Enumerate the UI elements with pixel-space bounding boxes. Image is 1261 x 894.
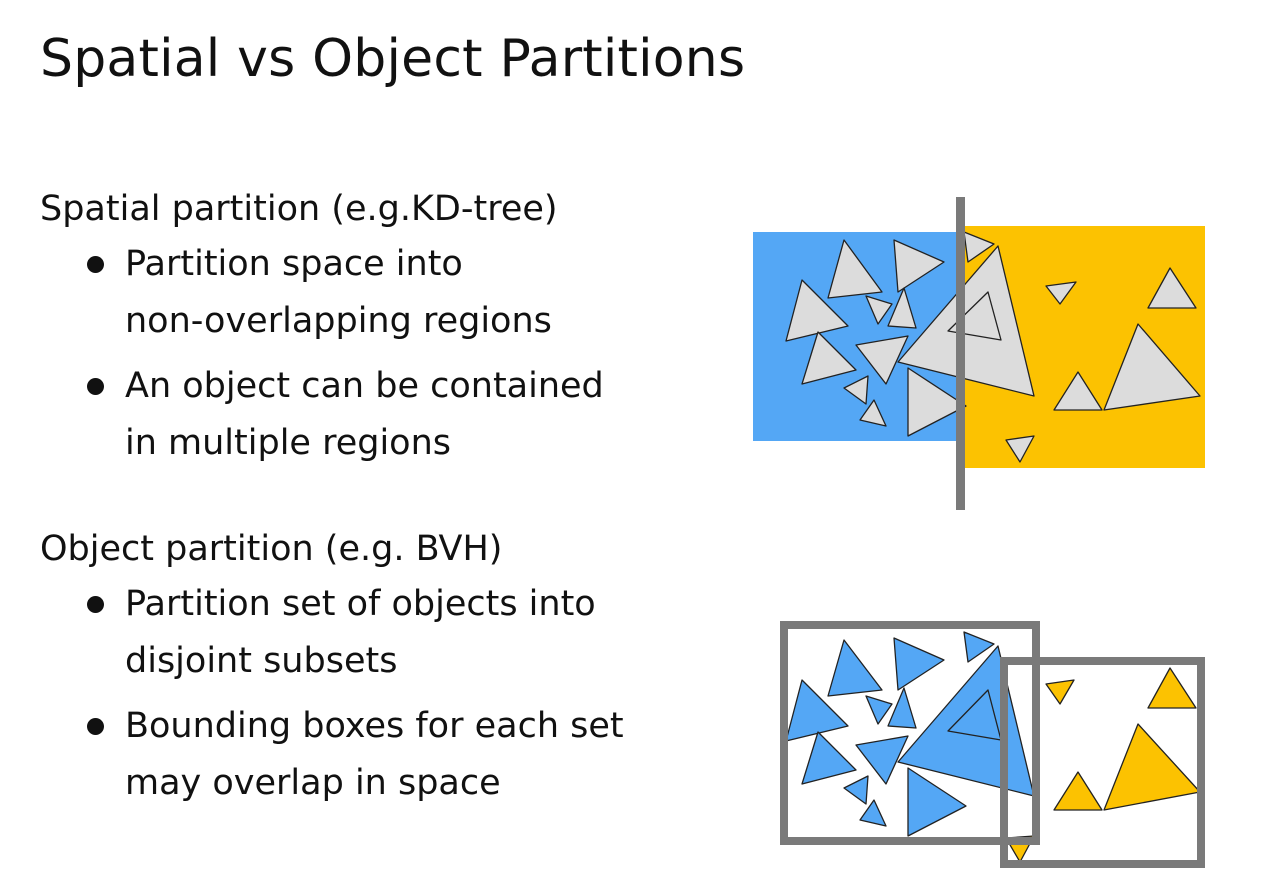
bullet-line: Partition space into	[125, 243, 463, 284]
bvh-right-bounding-box	[1000, 657, 1205, 868]
triangle-shape	[1147, 267, 1197, 309]
triangle-shape	[1103, 323, 1201, 411]
triangle-shape	[1045, 679, 1075, 705]
object-bullet-2: Bounding boxes for each set may overlap …	[85, 698, 730, 812]
triangle-shape	[963, 231, 995, 263]
triangle-shape	[907, 367, 967, 437]
bullet-line: Partition set of objects into	[125, 583, 596, 624]
triangle-shape	[1103, 723, 1201, 811]
triangle-shape	[865, 695, 893, 725]
triangle-shape	[855, 335, 909, 385]
bullet-line: non-overlapping regions	[125, 300, 552, 341]
triangle-shape	[1147, 667, 1197, 709]
bullet-dot-icon	[87, 595, 104, 613]
bullet-line: Bounding boxes for each set	[125, 705, 624, 746]
triangle-shape	[801, 731, 857, 785]
triangle-shape	[947, 689, 1002, 741]
object-partition-section: Object partition (e.g. BVH) Partition se…	[40, 528, 730, 820]
bullet-dot-icon	[87, 717, 104, 735]
triangle-shape	[907, 767, 967, 837]
spatial-partition-section: Spatial partition (e.g.KD-tree) Partitio…	[40, 188, 730, 480]
triangle-shape	[859, 799, 887, 827]
object-partition-heading: Object partition (e.g. BVH)	[40, 529, 503, 569]
triangle-shape	[1045, 281, 1077, 305]
kd-split-plane	[956, 197, 965, 510]
bvh-figure	[780, 621, 1205, 868]
bullet-line: An object can be contained	[125, 365, 604, 406]
triangle-shape	[865, 295, 893, 325]
kd-triangles	[785, 231, 1201, 463]
triangle-shape	[1005, 435, 1035, 463]
bullet-dot-icon	[87, 377, 104, 395]
triangle-shape	[859, 399, 887, 427]
object-bullet-list: Partition set of objects into disjoint s…	[40, 576, 730, 812]
object-bullet-1: Partition set of objects into disjoint s…	[85, 576, 730, 690]
spatial-partition-heading: Spatial partition (e.g.KD-tree)	[40, 189, 558, 229]
kd-tree-figure	[753, 197, 1205, 510]
spatial-bullet-2: An object can be contained in multiple r…	[85, 358, 730, 472]
triangle-shape	[827, 639, 883, 697]
bullet-line: in multiple regions	[125, 422, 452, 463]
bvh-blue-triangles	[785, 631, 1035, 837]
triangle-shape	[963, 631, 995, 663]
triangle-shape	[801, 331, 857, 385]
bvh-left-bounding-box	[780, 621, 1040, 845]
triangle-shape	[887, 287, 917, 329]
triangle-shape	[843, 775, 869, 805]
triangle-shape	[893, 637, 945, 691]
slide-title: Spatial vs Object Partitions	[40, 29, 746, 89]
spatial-bullet-list: Partition space into non-overlapping reg…	[40, 236, 730, 472]
triangle-shape	[843, 375, 869, 405]
triangle-shape	[887, 687, 917, 729]
triangle-shape	[893, 239, 945, 293]
triangle-shape	[855, 735, 909, 785]
triangle-shape	[1053, 771, 1103, 811]
spatial-bullet-1: Partition space into non-overlapping reg…	[85, 236, 730, 350]
triangle-shape	[1053, 371, 1103, 411]
bullet-line: may overlap in space	[125, 762, 501, 803]
bullet-dot-icon	[87, 255, 104, 273]
triangle-shape	[827, 239, 883, 299]
bullet-line: disjoint subsets	[125, 640, 398, 681]
